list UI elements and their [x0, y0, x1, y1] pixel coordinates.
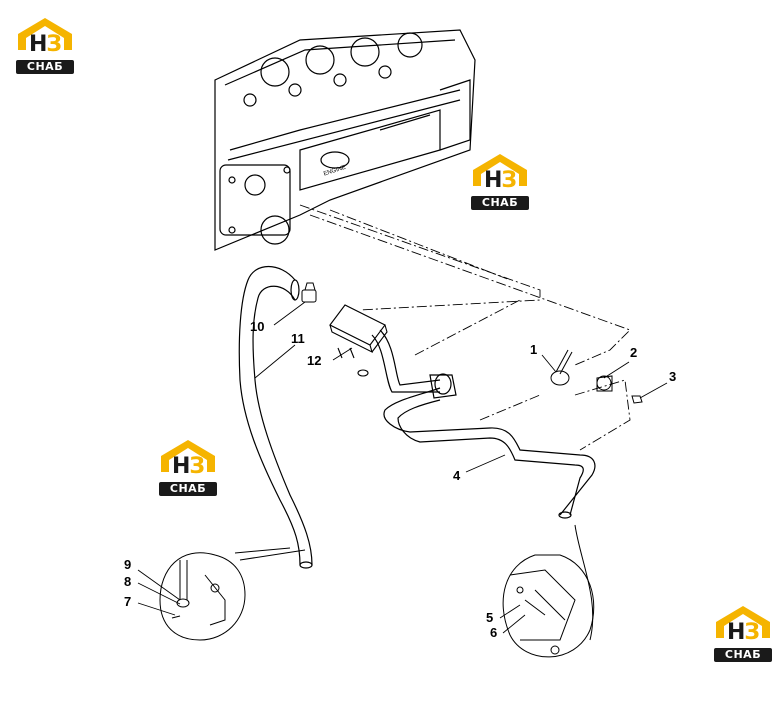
- callout-11: 11: [291, 331, 305, 346]
- callout-2: 2: [630, 345, 638, 360]
- detail-view-right: [502, 524, 595, 658]
- logo-plate: СНАБ: [471, 196, 529, 210]
- watermark-logo: НЗ СНАБ: [14, 16, 76, 78]
- callout-5: 5: [486, 610, 494, 625]
- clamp-2: [596, 375, 613, 392]
- detail-view-left: [159, 547, 306, 641]
- watermark-logo: НЗ СНАБ: [157, 438, 219, 500]
- fitting-10: [301, 282, 317, 303]
- logo-plate: СНАБ: [159, 482, 217, 496]
- watermark-logo: НЗ СНАБ: [712, 604, 774, 666]
- callout-12: 12: [307, 353, 322, 368]
- watermark-logo: НЗ СНАБ: [469, 152, 531, 214]
- tube-4: [371, 329, 596, 519]
- logo-mark: НЗ: [726, 620, 760, 645]
- callout-7: 7: [124, 594, 132, 609]
- callout-10: 10: [250, 319, 265, 334]
- logo-plate: СНАБ: [16, 60, 74, 74]
- logo-mark: НЗ: [171, 454, 205, 479]
- house-roof-icon: [473, 154, 527, 186]
- logo-mark: НЗ: [28, 32, 62, 57]
- house-roof-icon: [18, 18, 72, 50]
- hose-11: [238, 266, 313, 569]
- house-roof-icon: [716, 606, 770, 638]
- callout-6: 6: [490, 625, 498, 640]
- callout-4: 4: [453, 468, 461, 483]
- leader-lines: [299, 204, 631, 451]
- callout-3: 3: [669, 369, 677, 384]
- callout-leaders: [137, 301, 668, 634]
- engine-block: [214, 29, 476, 251]
- callout-1: 1: [530, 342, 538, 357]
- sensor-12: [329, 304, 388, 377]
- clip-1: [550, 349, 573, 386]
- logo-plate: СНАБ: [714, 648, 772, 662]
- bolt-3: [631, 395, 643, 404]
- callout-8: 8: [124, 574, 132, 589]
- callout-9: 9: [124, 557, 132, 572]
- logo-mark: НЗ: [483, 168, 517, 193]
- house-roof-icon: [161, 440, 215, 472]
